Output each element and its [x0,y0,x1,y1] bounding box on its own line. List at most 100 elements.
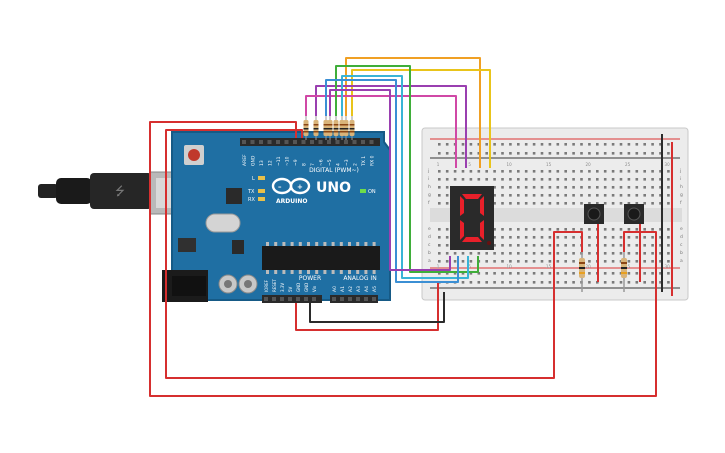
column-number: 15 [546,162,552,167]
digital-pin-label: GND [251,155,257,166]
analog-pin-label: A2 [348,286,354,292]
column-number: 20 [586,162,592,167]
digital-pin-label: 12 [268,160,274,166]
column-number: 5 [468,162,471,167]
row-letter: h [428,184,431,190]
segment-resistor [303,116,309,140]
column-number: 30 [665,162,671,167]
digital-pin-label: ~9 [293,159,299,166]
digital-pin-label: ~11 [276,156,282,166]
digital-pin-label: TX 1 [361,156,367,167]
column-number: 30 [665,264,671,269]
column-number: 20 [586,264,592,269]
column-number: 10 [507,162,513,167]
led-label-l: L [252,176,255,182]
svg-text:–: – [278,183,282,191]
analog-pin-label: A0 [332,286,338,292]
column-number: 1 [437,264,440,269]
wire-red-5v [295,282,439,331]
wire-red-outer [149,121,657,397]
row-letter: j [427,168,429,174]
segment-resistors [303,116,355,140]
voltage-regulator [178,238,196,252]
digital-pin-label: AREF [242,154,248,166]
reset-button[interactable] [188,149,200,161]
digital-pin-label: ~6 [319,159,325,166]
row-letter: d [428,234,431,240]
segment-resistor [313,116,319,140]
row-letter: e [680,227,683,232]
wire-purple-1 [315,85,467,168]
row-letter: b [680,250,683,256]
wire-black-gnd [309,292,445,323]
digital-pin-label: ~10 [285,156,291,166]
digital-pin-label: 4 [336,163,342,166]
arduino-brand: ARDUINO [276,198,307,205]
row-letter: f [680,200,682,206]
analog-in-label: ANALOG IN [343,275,376,282]
segment-resistor [333,116,339,140]
analog-pin-label: A4 [364,286,370,292]
wires [149,57,673,397]
power-pin-label: 3.3V [280,283,285,292]
small-chip [232,240,244,254]
usb-icon: ⭍ [115,184,125,198]
atmega-chip [262,246,380,270]
power-pin-label: IOREF [264,279,269,292]
digital-pin-label: ~3 [344,159,350,166]
row-letter: j [679,168,681,174]
segment-resistor [349,116,355,140]
crystal-oscillator [205,213,241,233]
row-letter: g [680,193,683,198]
segment-resistor [323,116,329,140]
arduino-logo: – + [271,177,311,195]
resistor-button-1 [579,250,585,292]
power-pin-label: GND [304,283,309,292]
wire-blue [325,79,459,283]
power-pin-label: GND [296,283,301,292]
on-led [360,189,366,193]
wire-green [335,65,479,273]
row-letter: b [428,250,431,256]
segment-resistor [339,116,345,140]
segment-resistor [327,116,333,140]
column-number: 15 [546,264,552,269]
row-letter: i [680,176,681,182]
usb-chip [226,188,242,204]
led-label-rx: RX [248,197,255,203]
row-letter: d [680,234,683,240]
wire-yellow [351,69,491,168]
row-letter: c [428,243,431,248]
power-pin-label: 5V [288,286,293,292]
row-letter: g [428,193,431,198]
pushbutton-2[interactable] [624,204,644,224]
digital-pwm-label: DIGITAL (PWM~) [309,167,359,174]
row-letter: i [428,176,429,182]
power-pin-label: RESET [272,279,277,292]
row-letter: a [680,259,683,264]
analog-pin-label: A3 [356,286,362,292]
digital-pin-label: 13 [259,160,265,166]
wire-red-inner [165,129,583,379]
column-number: 25 [625,162,631,167]
status-leds: L TX RX [247,176,265,203]
power-pin-label: Vin [312,285,317,292]
svg-text:+: + [297,183,303,191]
wire-pink [305,95,457,168]
row-letter: f [428,200,430,206]
digit-segments [460,194,484,242]
analog-pin-label: A5 [372,286,378,292]
digital-pin-label: 2 [353,163,359,166]
wire-cyan [341,75,469,279]
pushbutton-1[interactable] [584,204,604,224]
digital-pin-label: RX 0 [370,155,376,166]
analog-header [330,295,378,303]
led-label-tx: TX [247,189,255,195]
row-letter: a [428,259,431,264]
